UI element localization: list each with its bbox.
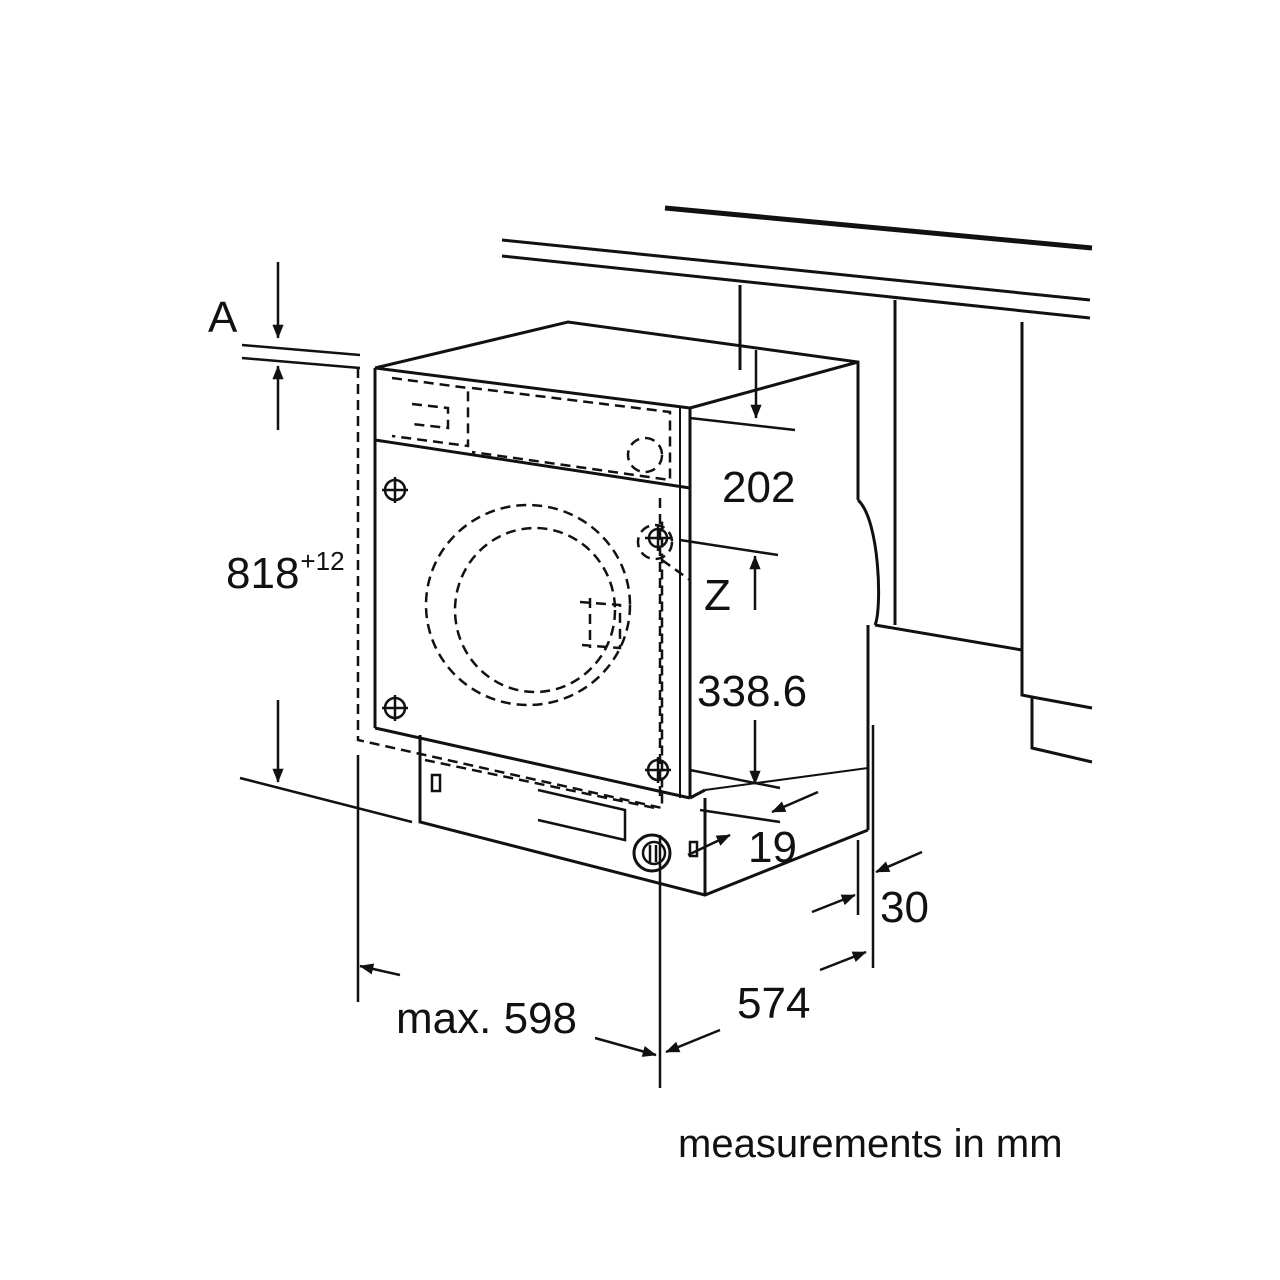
cabinet-structure	[501, 205, 1093, 764]
mounting-points	[382, 477, 671, 783]
label-z: Z	[704, 571, 731, 620]
label-a: A	[208, 293, 238, 342]
machine-body	[373, 320, 881, 897]
dashed-outlines	[356, 368, 691, 810]
footnote-units: measurements in mm	[678, 1122, 1063, 1166]
label-plinth-depth: 19	[748, 823, 797, 872]
label-width: max. 598	[396, 994, 577, 1043]
label-height-tolerance: +12	[300, 546, 345, 576]
label-height-main: 818	[226, 549, 300, 598]
label-depth: 574	[737, 979, 811, 1028]
label-height: 818+12	[226, 548, 345, 598]
label-panel-height: 202	[722, 463, 796, 512]
label-hinge-distance: 338.6	[697, 667, 808, 716]
label-side-gap: 30	[880, 883, 929, 932]
plinth-details	[430, 773, 699, 873]
dimension-lines	[239, 262, 923, 1088]
